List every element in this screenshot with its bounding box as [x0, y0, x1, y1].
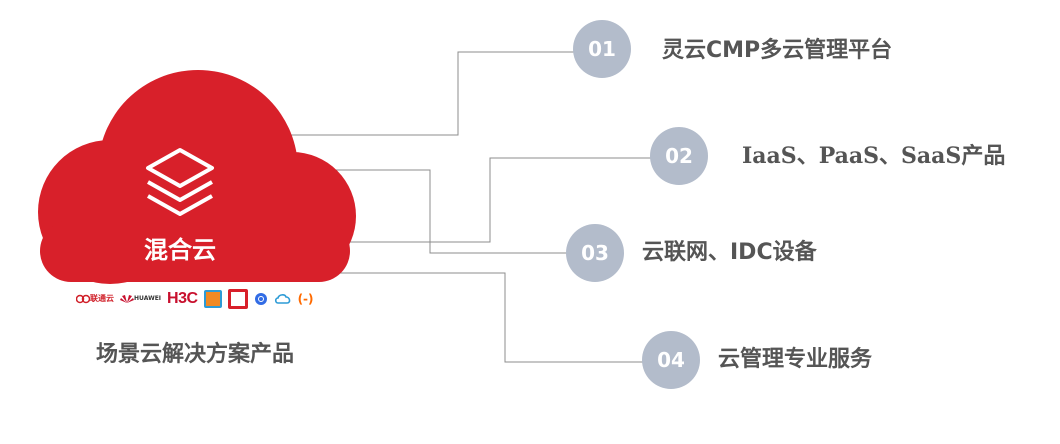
kubernetes-wheel-icon [254, 293, 267, 305]
huawei-petal-icon [120, 295, 134, 303]
item-label-03: 云联网、IDC设备 [642, 240, 817, 265]
vendor-logos: 联通云 HUAWEI H3C (-) [76, 289, 314, 309]
item-label-02: IaaS、PaaS、SaaS产品 [742, 143, 1006, 169]
vendor-logo-orange [203, 290, 222, 308]
item-number-01: 01 [573, 20, 631, 78]
aliyun-logo: (-) [297, 292, 314, 306]
item-number-02: 02 [650, 127, 708, 185]
huawei-logo: HUAWEI [120, 291, 161, 307]
connector-line-03 [330, 157, 655, 243]
h3c-logo: H3C [167, 290, 198, 307]
item-number-04: 04 [642, 331, 700, 389]
item-number-03: 03 [566, 224, 624, 282]
lianton-knot-icon [76, 294, 90, 304]
caption: 场景云解决方案产品 [95, 342, 294, 367]
item-label-01: 灵云CMP多云管理平台 [662, 38, 893, 63]
connector-line-01 [275, 51, 575, 136]
lianton-logo: 联通云 [76, 291, 114, 307]
cloud-outline-icon [274, 294, 290, 304]
connector-line-02 [300, 169, 575, 254]
connector-lines [275, 51, 655, 363]
openstack-logo [227, 289, 248, 309]
cloud-label: 混合云 [144, 236, 216, 264]
azure-cloud-logo [274, 291, 292, 307]
kubernetes-logo [254, 291, 268, 307]
layers-icon [146, 148, 214, 216]
cloud-shape [38, 70, 356, 284]
connector-line-04 [340, 272, 645, 363]
item-label-04: 云管理专业服务 [718, 347, 873, 372]
